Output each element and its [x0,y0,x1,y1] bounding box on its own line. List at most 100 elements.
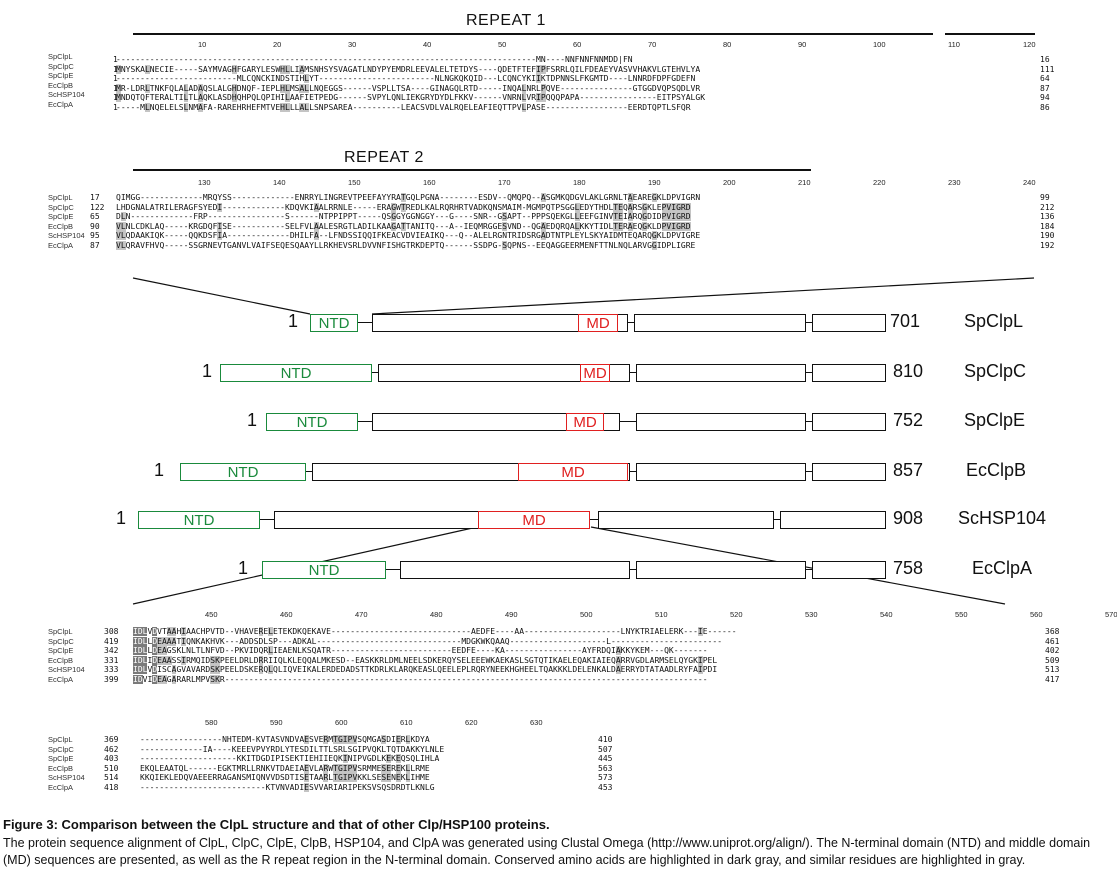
row-end-number: 507 [598,744,613,754]
alignment-row: IDLIDEAASSIRMQIDSKPEELDRLDRRIIQLKLEQQALM… [133,655,718,665]
protein-name: SpClpC [964,361,1027,381]
repeat2-label: REPEAT 2 [344,149,424,166]
domain-tick [312,465,313,479]
ntd-domain-box: NTD [138,511,260,529]
ntd-domain-box: NTD [220,364,372,382]
domain-backbone [306,471,312,472]
domain-linker [806,471,812,472]
alignment-row: IDLVDISCAGVAVARDSKPEELDSKERQLQLIQVEIKALE… [133,665,718,674]
domain-tick [372,316,373,330]
ruler-tick-label: 550 [955,610,968,619]
alignment-row: MNYSKALNECIE-----SAYMVAGHFGARYLESWHLLIAM… [116,64,701,74]
alignment-row: KKQIEKLEDQVAEEERRAGANSMIQNVVDSDTISETAARL… [140,773,430,782]
row-start-number: 17 [90,193,100,202]
alignment-block2: QIMGG-------------MRQYSS-------------ENR… [116,193,700,250]
alignment-row: --------------------------KTVNVADIESVVAR… [140,782,435,792]
ruler-tick-label: 560 [1030,610,1043,619]
row-start-number: 1 [113,83,118,93]
row-start-number: 1 [113,93,118,102]
ruler-tick-label: 540 [880,610,893,619]
protein-name: SpClpL [964,311,1024,331]
row-end-number: 410 [598,735,613,744]
species-name: EcClpB [48,763,74,773]
row-start-number: 369 [104,735,119,744]
ntd-domain-box: NTD [266,413,358,431]
ruler-tick-label: 80 [723,40,732,49]
domain-segment-box [400,561,630,579]
ruler-tick-label: 220 [873,178,886,187]
alignment-row: VLQRAVFHVQ-----SSGRNEVTGANVLVAIFSEQESQAA… [116,240,696,250]
domain-tick [400,563,401,577]
row-start-number: 342 [104,646,119,655]
row-end-number: 445 [598,754,613,763]
row-start-number: 331 [104,655,119,665]
domain-backbone [260,519,274,520]
domain-segment-box [634,314,806,332]
species-name: SpClpE [48,212,74,221]
alignment-block3: IDLVDVTAAHIAACHPVTD--VHAVERELETEKDKQEKAV… [133,627,737,684]
domain-start-number: 1 [238,558,249,578]
species-name: SpClpE [48,754,74,763]
row-end-number: 136 [1040,212,1055,221]
domain-segment-box [780,511,886,529]
alignment-row: DLN-------------FRP----------------S----… [116,212,691,221]
alignment-row: ----------------------------------------… [116,55,633,64]
row-end-number: 111 [1040,64,1055,74]
ruler-tick-label: 170 [498,178,511,187]
row-end-number: 87 [1040,83,1050,93]
species-name: SpClpC [48,636,74,646]
species-name: SpClpE [48,646,74,655]
md-domain-box: MD [478,511,590,529]
domain-segment-box [812,364,886,382]
row-start-number: 122 [90,202,105,212]
row-end-number: 190 [1040,231,1055,240]
ruler-tick-label: 160 [423,178,436,187]
alignment-block4: -----------------NHTEDM-KVTASVNDVAESVERM… [140,735,444,792]
alignment-row: -------------IA----KEEEVPVYRDLYTESDILTTL… [140,744,445,754]
row-end-number: 368 [1045,627,1060,636]
domain-linker [630,471,636,472]
domain-backbone [358,421,372,422]
domain-segment-box [636,413,806,431]
domain-segment-box [812,413,886,431]
domain-tick [372,415,373,429]
alignment-row: QIMGG-------------MRQYSS-------------ENR… [116,193,701,202]
row-start-number: 418 [104,782,119,792]
row-start-number: 95 [90,231,100,240]
species-name: SpClpL [48,735,73,744]
domain-start-number: 1 [154,460,165,480]
species-name: ScHSP104 [48,90,85,99]
domain-backbone [372,372,378,373]
row-end-number: 573 [598,773,613,782]
alignment-row: IDLVDVTAAHIAACHPVTD--VHAVERELETEKDKQEKAV… [133,627,737,636]
ruler-tick-label: 600 [335,718,348,727]
repeat1-line [133,33,933,35]
repeat1-line-short [945,33,1035,35]
protein-name: ScHSP104 [958,508,1047,528]
ruler-tick-label: 130 [198,178,211,187]
domain-linker [806,421,812,422]
row-end-number: 212 [1040,202,1055,212]
row-start-number: 510 [104,763,119,773]
alignment-row: IDLLDEAGSKLNLTLNFVD--PKVIDQRLIEAENLKSQAT… [133,646,708,655]
domain-linker [630,372,636,373]
alignment-row: EKQLEAATQL------EGKTMRLLRNKVTDAEIAEVLARW… [140,763,430,773]
species-name: SpClpL [48,193,73,202]
domain-segment-box [636,364,806,382]
species-name: EcClpB [48,80,74,90]
domain-segment-box [812,561,886,579]
row-start-number: 419 [104,636,119,646]
domain-linker [806,372,812,373]
domain-backbone [386,569,400,570]
alignment-row: IDVIDEAGARARLMPVSKR---------------------… [133,674,708,684]
row-start-number: 65 [90,212,100,221]
row-end-number: 99 [1040,193,1050,202]
row-end-number: 94 [1040,93,1050,102]
ruler-tick-label: 450 [205,610,218,619]
